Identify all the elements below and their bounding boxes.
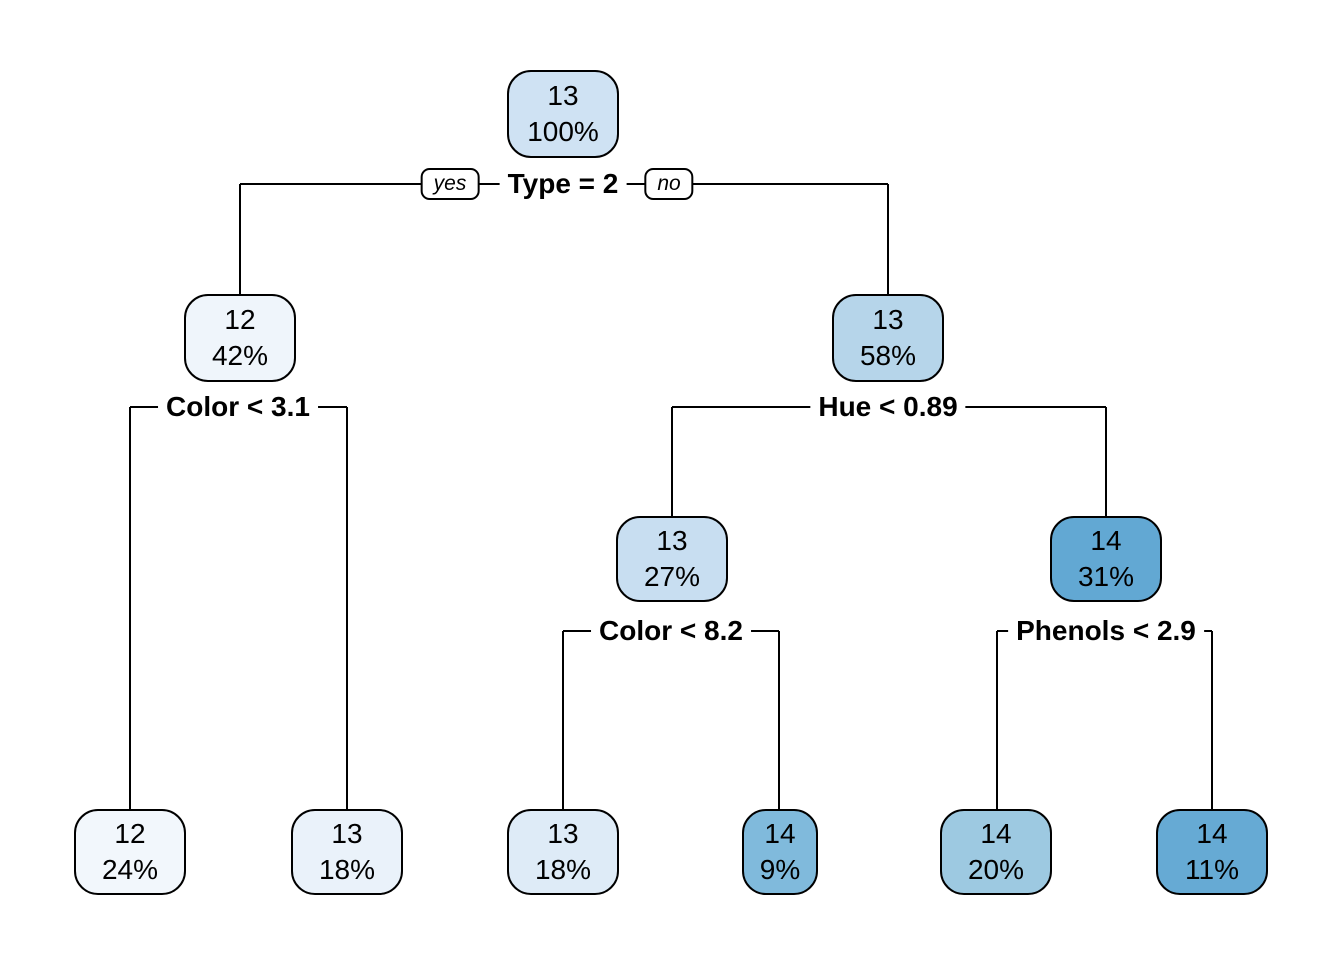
node-percent: 20% <box>967 854 1025 885</box>
node-value: 13 <box>656 525 688 556</box>
tree-leaf-14-9: 14 9% <box>742 809 818 895</box>
node-value: 14 <box>980 818 1012 849</box>
tree-node-hue-yes: 13 27% <box>616 516 728 602</box>
tree-leaf-12-24: 12 24% <box>74 809 186 895</box>
node-percent: 9% <box>759 854 801 885</box>
split-label-type: Type = 2 <box>499 168 627 200</box>
tree-leaf-13-18-a: 13 18% <box>291 809 403 895</box>
node-percent: 11% <box>1185 854 1239 885</box>
node-value: 13 <box>872 304 904 335</box>
node-percent: 58% <box>859 340 917 371</box>
node-percent: 31% <box>1077 561 1135 592</box>
tree-node-type-yes: 12 42% <box>184 294 296 382</box>
branch-tag-yes: yes <box>420 168 480 200</box>
node-value: 12 <box>224 304 256 335</box>
tree-leaf-14-20: 14 20% <box>940 809 1052 895</box>
node-value: 14 <box>764 818 796 849</box>
node-value: 12 <box>114 818 146 849</box>
tree-node-type-no: 13 58% <box>832 294 944 382</box>
node-percent: 24% <box>101 854 159 885</box>
split-label-color-2: Color < 8.2 <box>591 615 751 647</box>
node-value: 14 <box>1090 525 1122 556</box>
split-label-phenols: Phenols < 2.9 <box>1008 615 1204 647</box>
branch-tag-no: no <box>644 168 694 200</box>
split-label-color-1: Color < 3.1 <box>158 391 318 423</box>
tree-node-root: 13 100% <box>507 70 619 158</box>
node-percent: 27% <box>643 561 701 592</box>
split-label-hue: Hue < 0.89 <box>810 391 966 423</box>
tree-leaf-14-11: 14 11% <box>1156 809 1268 895</box>
node-percent: 18% <box>534 854 592 885</box>
node-value: 13 <box>547 80 579 111</box>
node-percent: 100% <box>527 116 599 147</box>
node-percent: 42% <box>211 340 269 371</box>
tree-node-hue-no: 14 31% <box>1050 516 1162 602</box>
tree-leaf-13-18-b: 13 18% <box>507 809 619 895</box>
node-value: 13 <box>547 818 579 849</box>
node-value: 14 <box>1196 818 1228 849</box>
node-percent: 18% <box>318 854 376 885</box>
node-value: 13 <box>331 818 363 849</box>
